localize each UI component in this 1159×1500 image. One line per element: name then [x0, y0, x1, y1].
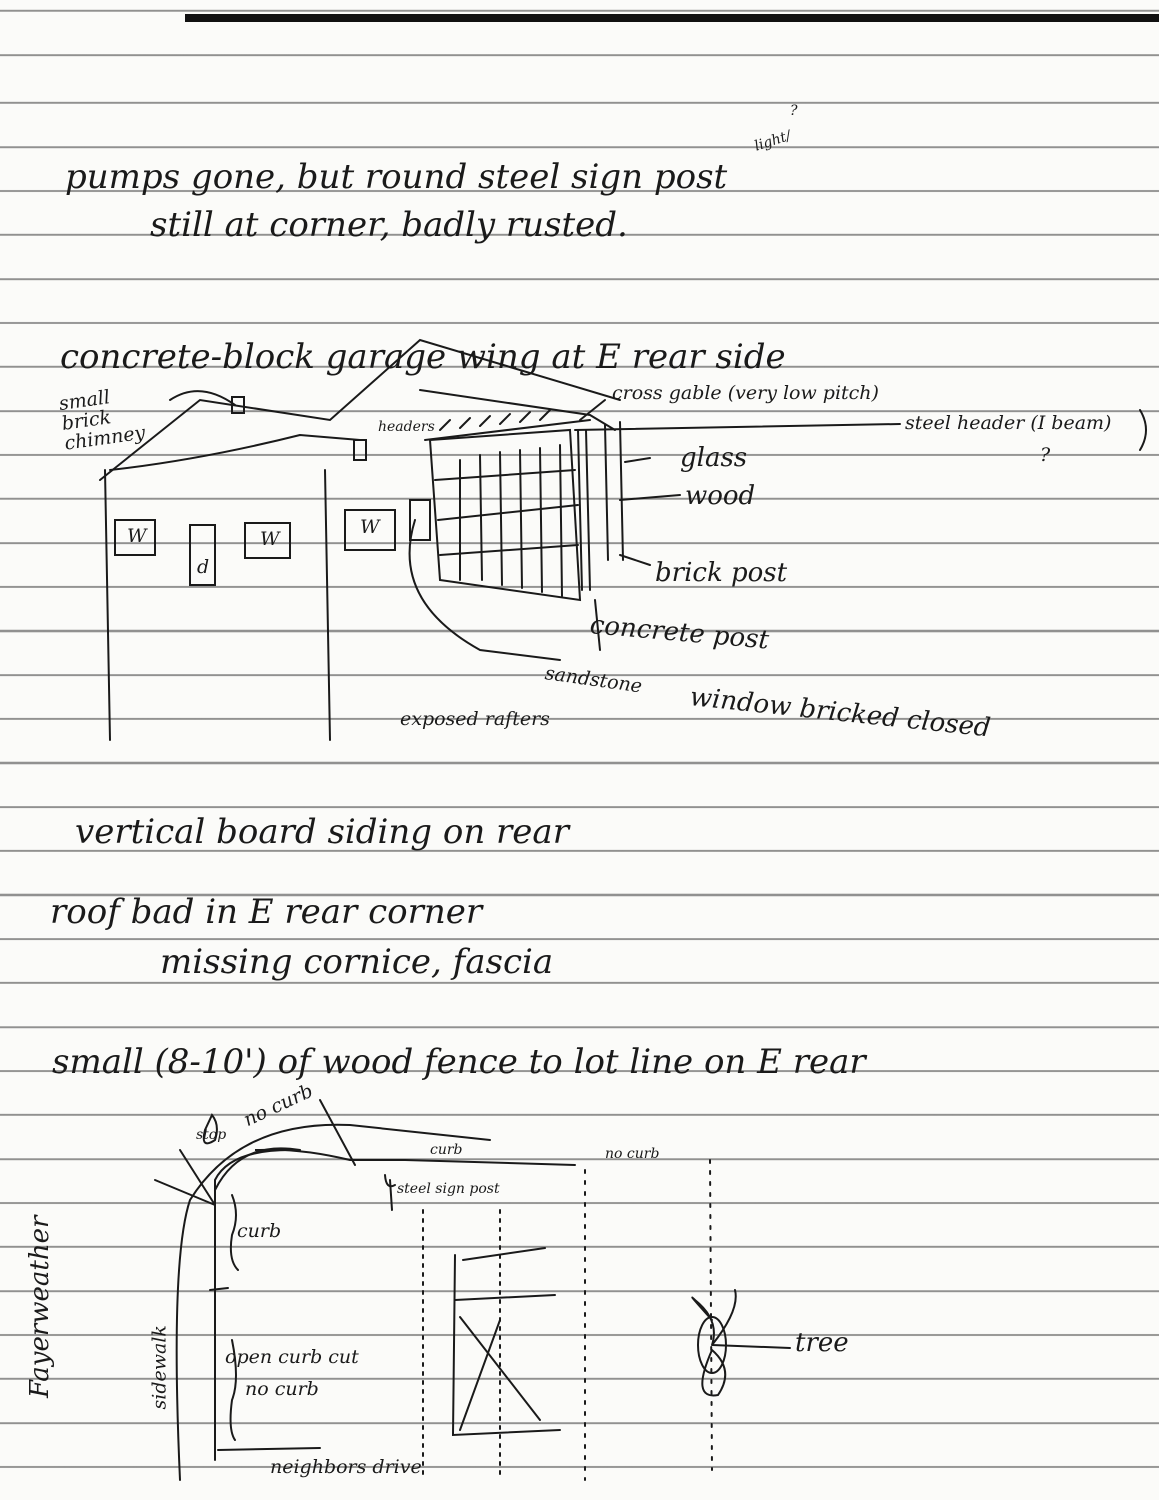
- map-label-no-curb-right: no curb: [605, 1146, 660, 1162]
- door-mark: d: [197, 556, 210, 578]
- map-label-open-curb-cut: open curb cut: [225, 1346, 359, 1368]
- note-line-5: roof bad in E rear corner: [50, 892, 483, 932]
- map-label-curb-left: curb: [237, 1220, 282, 1242]
- label-steel-header-mark: ?: [1040, 444, 1051, 466]
- map-label-stop: stop: [196, 1127, 227, 1143]
- note-line-7: small (8-10') of wood fence to lot line …: [52, 1042, 866, 1082]
- note-line-3: concrete-block garage wing at E rear sid…: [60, 337, 786, 377]
- label-exposed-rafters: exposed rafters: [400, 708, 550, 730]
- label-glass: glass: [680, 443, 748, 473]
- top-margin-bar: [185, 14, 1159, 22]
- window-mark: W: [360, 516, 380, 538]
- map-label-street-fayerweather: Fayerweather: [25, 1215, 55, 1398]
- note-line-1: pumps gone, but round steel sign post: [65, 157, 728, 197]
- note-line-6: missing cornice, fascia: [160, 942, 554, 982]
- label-wood: wood: [685, 481, 756, 511]
- map-label-neighbors-drive: neighbors drive: [270, 1456, 422, 1478]
- map-label-curb-top: curb: [430, 1142, 463, 1158]
- note-line-2: still at corner, badly rusted.: [150, 205, 628, 245]
- map-label-steel-sign-post: steel sign post: [397, 1181, 500, 1197]
- label-headers: headers: [378, 419, 435, 435]
- window-mark: W: [127, 525, 147, 547]
- map-label-tree: tree: [795, 1328, 849, 1358]
- map-label-no-curb-lower: no curb: [245, 1378, 319, 1400]
- map-label-sidewalk: sidewalk: [148, 1325, 171, 1410]
- note-insert-mark: ?: [790, 103, 798, 119]
- label-cross-gable: cross gable (very low pitch): [612, 382, 879, 404]
- window-mark: W: [260, 528, 280, 550]
- label-brick-post: brick post: [655, 558, 788, 588]
- note-line-4: vertical board siding on rear: [75, 812, 569, 852]
- label-steel-header: steel header (I beam): [905, 412, 1112, 434]
